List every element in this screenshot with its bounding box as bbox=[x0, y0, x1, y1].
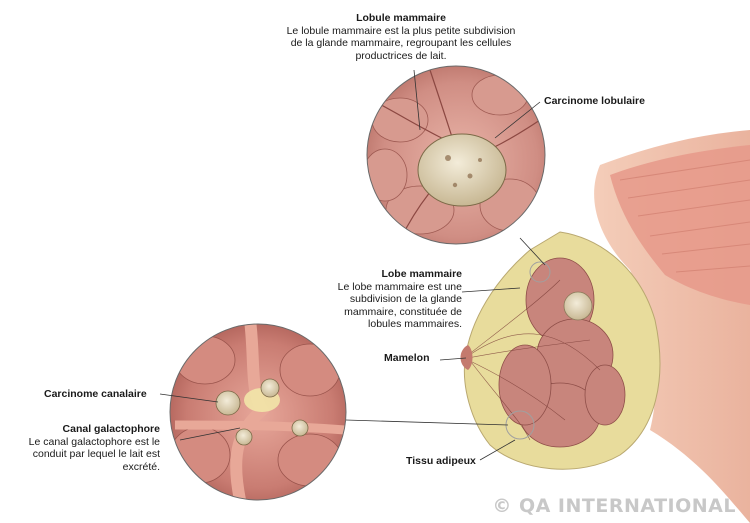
label-lobule: Lobule mammaire Le lobule mammaire est l… bbox=[282, 12, 520, 62]
label-carcinome-canalaire: Carcinome canalaire bbox=[44, 388, 147, 400]
label-tissu-adipeux: Tissu adipeux bbox=[406, 455, 476, 467]
label-lobe-title: Lobe mammaire bbox=[381, 268, 462, 280]
label-lobe-description: Le lobe mammaire est une subdivision de … bbox=[337, 280, 462, 331]
lobular-carcinoma bbox=[417, 133, 507, 207]
label-lobe: Lobe mammaire Le lobe mammaire est une s… bbox=[318, 268, 462, 331]
label-carcinome-lobulaire: Carcinome lobulaire bbox=[544, 95, 645, 107]
copyright-watermark: © QA INTERNATIONAL bbox=[492, 495, 736, 517]
label-lobule-description: Le lobule mammaire est la plus petite su… bbox=[286, 24, 516, 62]
breast-tumor bbox=[563, 291, 593, 321]
nipple bbox=[460, 345, 473, 370]
label-canal-description: Le canal galactophore est le conduit par… bbox=[28, 435, 160, 473]
ductal-carcinoma bbox=[215, 390, 241, 416]
label-canal-title: Canal galactophore bbox=[62, 423, 160, 435]
label-mamelon: Mamelon bbox=[384, 352, 430, 364]
label-canal: Canal galactophore Le canal galactophore… bbox=[20, 423, 160, 473]
label-lobule-title: Lobule mammaire bbox=[356, 12, 446, 24]
